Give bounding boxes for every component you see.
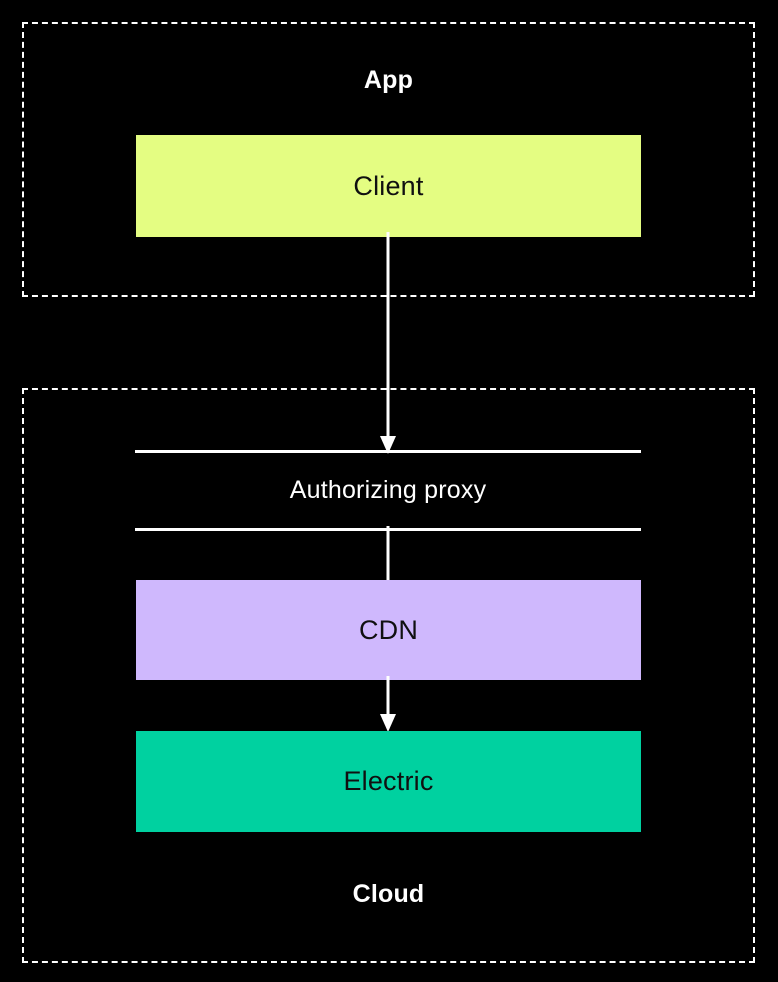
edge-proxy-to-cdn: [386, 526, 390, 584]
node-cdn-label: CDN: [358, 614, 419, 645]
group-cloud-label: Cloud: [352, 880, 425, 908]
edge-client-to-proxy: [380, 232, 396, 454]
node-electric[interactable]: Electric: [136, 731, 641, 832]
node-electric-label: Electric: [343, 766, 434, 796]
node-cdn[interactable]: CDN: [136, 580, 641, 680]
node-client[interactable]: Client: [136, 135, 641, 237]
node-authorizing-proxy[interactable]: Authorizing proxy: [135, 450, 641, 531]
arrowhead-icon: [380, 714, 396, 732]
arrowhead-icon: [380, 436, 396, 454]
node-client-label: Client: [353, 170, 424, 201]
node-authorizing-proxy-label: Authorizing proxy: [289, 476, 487, 504]
group-app-label: App: [363, 66, 414, 94]
edge-cdn-to-electric: [380, 676, 396, 732]
proxy-top-rule: [135, 450, 641, 453]
